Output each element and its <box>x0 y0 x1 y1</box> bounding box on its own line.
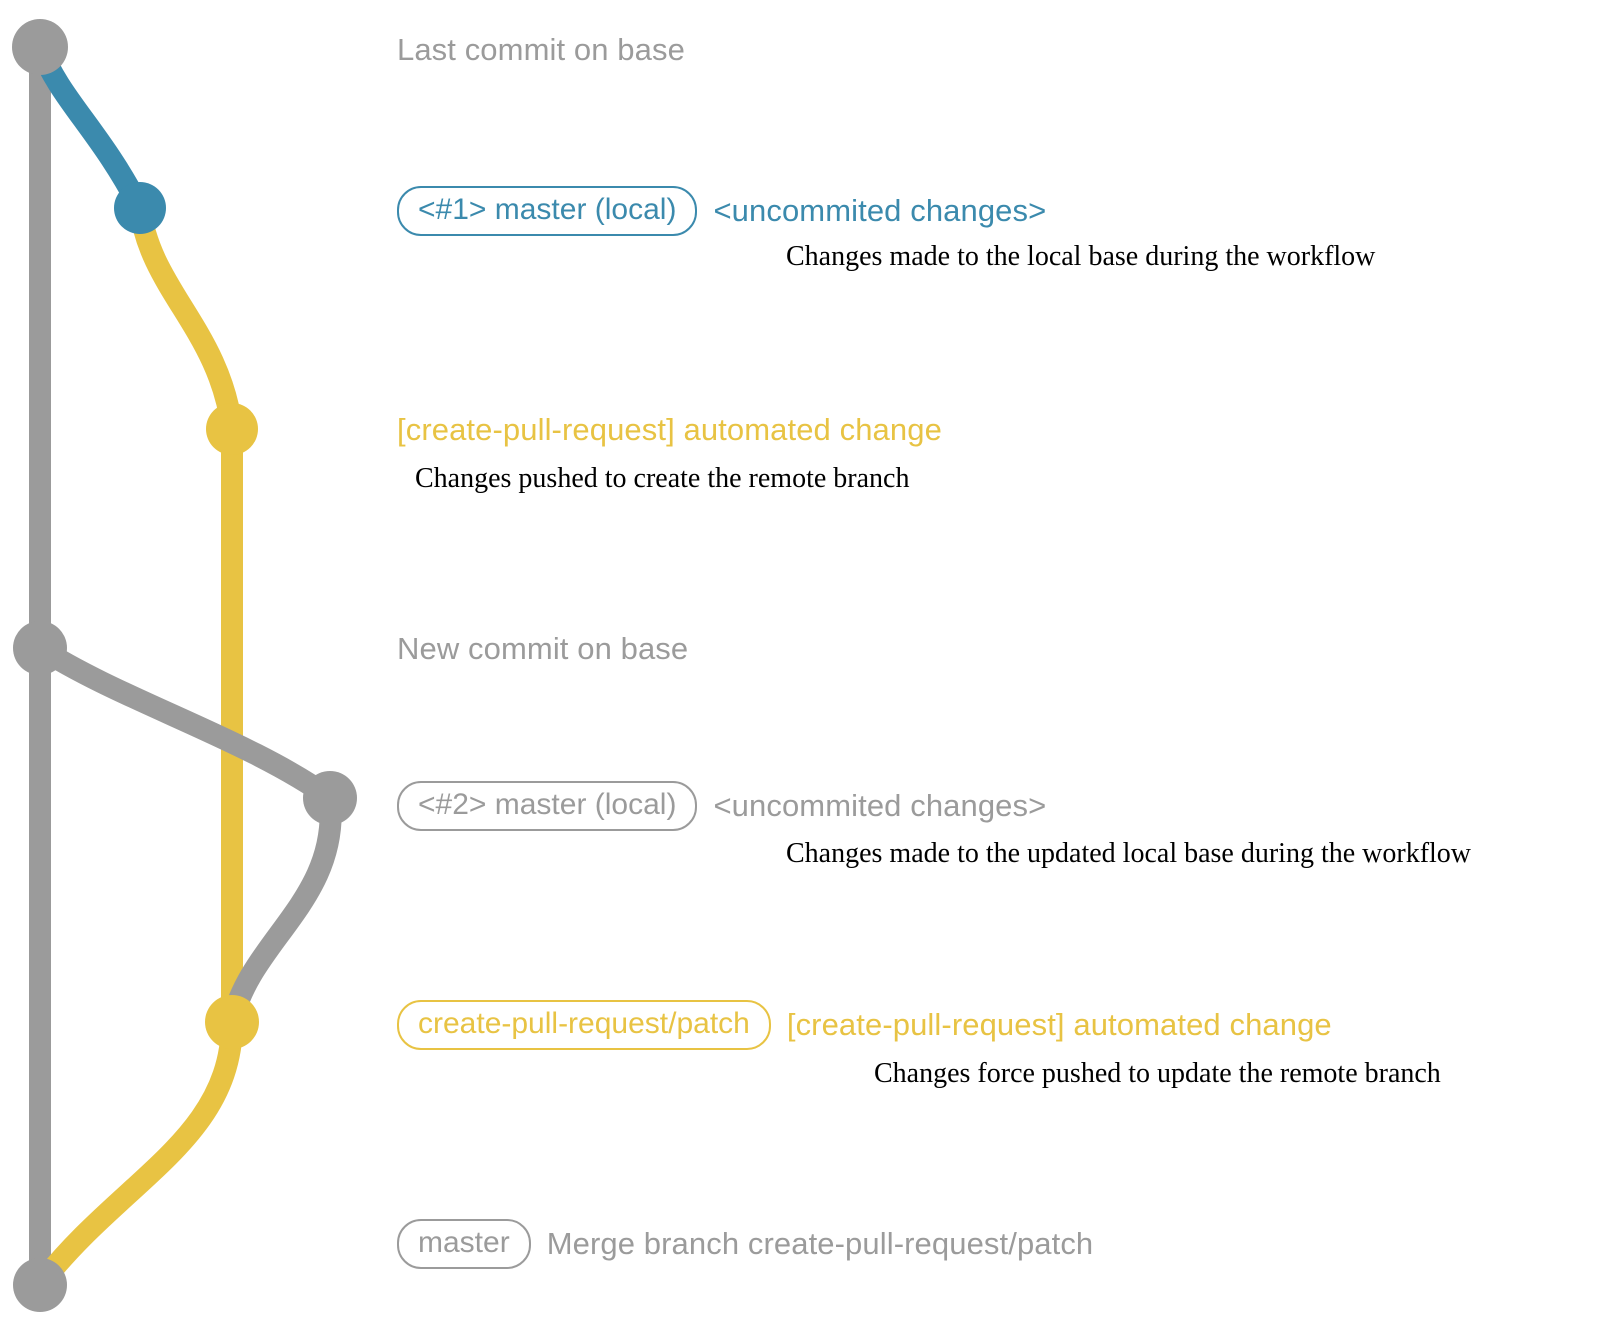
row-merge-commit: master Merge branch create-pull-request/… <box>397 1219 1093 1269</box>
commit-message-automated-change-1: [create-pull-request] automated change <box>397 412 942 447</box>
commit-message-master-local-2: <uncommited changes> <box>713 788 1047 823</box>
commit-message-master-local-1: <uncommited changes> <box>713 193 1047 228</box>
branch-badge-create-pull-request-patch[interactable]: create-pull-request/patch <box>397 1000 771 1050</box>
description-master-local-1: Changes made to the local base during th… <box>786 241 1376 272</box>
commit-node-last-base[interactable] <box>12 19 68 75</box>
commit-message-wrap-3: [create-pull-request] automated change <box>787 1007 1332 1043</box>
edge-newbase-to-local2 <box>29 637 341 809</box>
row-new-commit-on-base: New commit on base <box>397 631 688 667</box>
commit-node-master-local-2[interactable] <box>303 771 357 825</box>
commit-message-automated-change-2: [create-pull-request] automated change <box>786 1007 1332 1042</box>
description-automated-change-1: Changes pushed to create the remote bran… <box>415 463 910 494</box>
commit-message-merge: Merge branch create-pull-request/patch <box>546 1226 1094 1261</box>
row-automated-change-1: [create-pull-request] automated change <box>397 412 942 448</box>
row-master-local-2: <#2> master (local) <uncommited changes> <box>397 781 1046 831</box>
commit-message-new-base: New commit on base <box>397 631 689 666</box>
commit-node-automated-change-1[interactable] <box>206 403 258 455</box>
row-automated-change-2: create-pull-request/patch [create-pull-r… <box>397 1000 1332 1050</box>
commit-message-wrap-4: Merge branch create-pull-request/patch <box>547 1226 1094 1262</box>
branch-badge-master-local-2[interactable]: <#2> master (local) <box>397 781 698 831</box>
branch-badge-master[interactable]: master <box>397 1219 531 1269</box>
commit-message-wrap-1: <uncommited changes> <box>713 193 1046 229</box>
edge-local1-to-patch1 <box>129 197 243 440</box>
row-master-local-1: <#1> master (local) <uncommited changes> <box>397 186 1046 236</box>
branch-badge-master-local-1[interactable]: <#1> master (local) <box>397 186 698 236</box>
row-last-commit-on-base: Last commit on base <box>397 32 685 68</box>
edge-patch2-to-merge <box>29 1011 243 1296</box>
description-automated-change-2: Changes force pushed to update the remot… <box>874 1058 1441 1089</box>
commit-node-merge[interactable] <box>13 1258 67 1312</box>
commit-node-new-base[interactable] <box>13 621 67 675</box>
commit-message-wrap-2: <uncommited changes> <box>713 788 1046 824</box>
commit-node-master-local-1[interactable] <box>114 182 166 234</box>
commit-message-last-base: Last commit on base <box>397 32 685 67</box>
edge-local2-to-patch2 <box>221 787 342 1033</box>
git-graph <box>12 19 357 1312</box>
commit-node-automated-change-2[interactable] <box>205 995 259 1049</box>
description-master-local-2: Changes made to the updated local base d… <box>786 838 1472 869</box>
